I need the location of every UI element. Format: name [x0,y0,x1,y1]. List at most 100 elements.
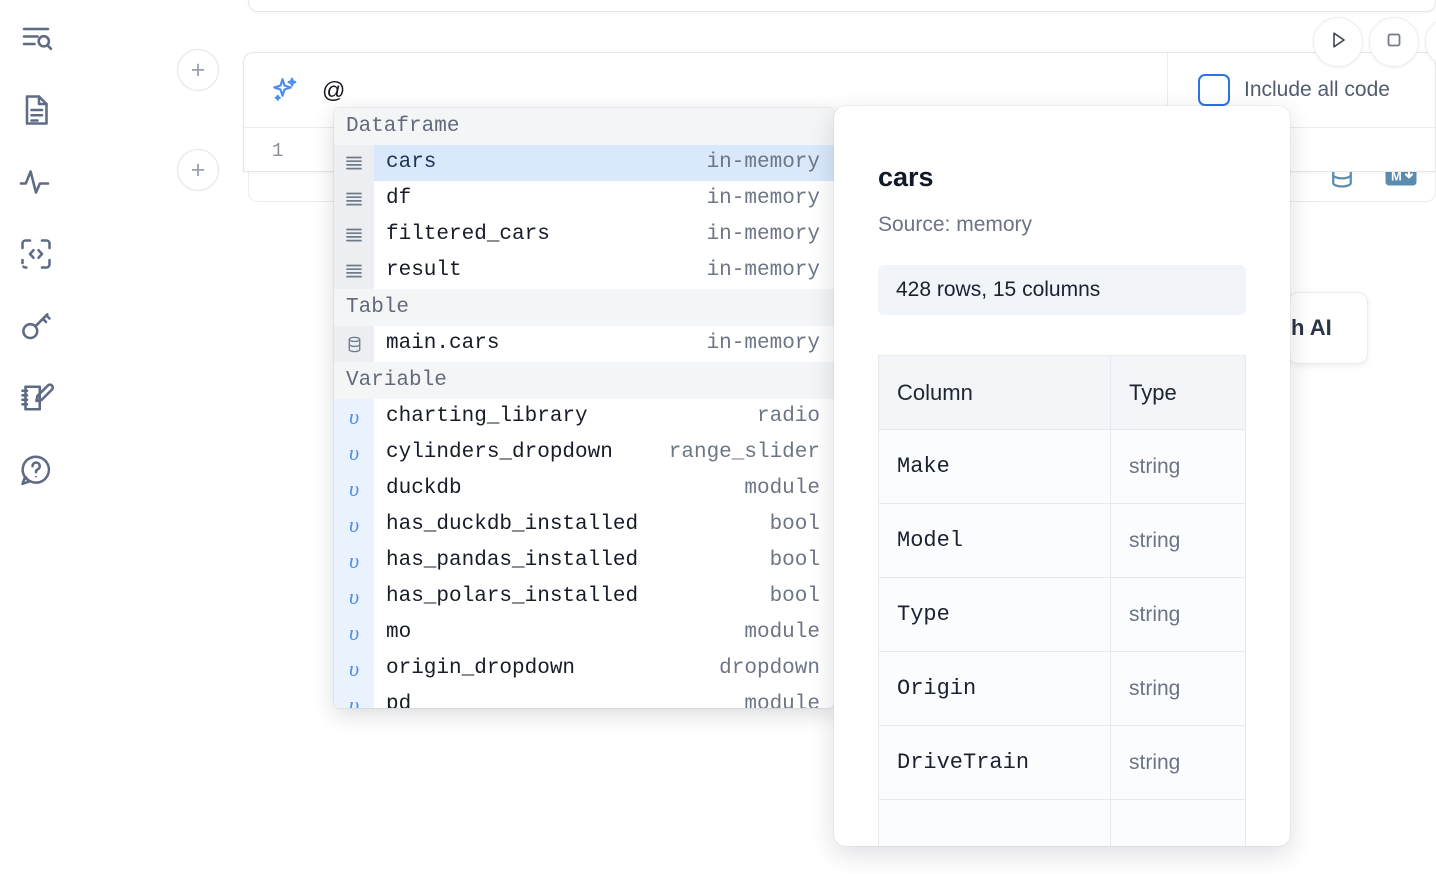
autocomplete-item-spacer [374,507,386,543]
autocomplete-item-label: main.cars [386,332,500,355]
include-all-code-checkbox[interactable] [1198,74,1230,106]
autocomplete-item-label: has_pandas_installed [386,549,639,572]
detail-column-type [1110,799,1246,846]
autocomplete-item-spacer [374,543,386,579]
code-line-number: 1 [272,139,284,162]
variable-icon: υ [334,651,374,687]
ai-prompt-row [244,53,1435,127]
completion-detail-panel: cars Source: memory 428 rows, 15 columns… [834,106,1290,846]
autocomplete-item-spacer [374,579,386,615]
activity-icon[interactable] [10,156,62,208]
autocomplete-item-label: cars [386,145,707,181]
autocomplete-item-spacer [374,217,386,253]
dataframe-icon [334,253,374,289]
code-brackets-icon[interactable] [10,228,62,280]
file-text-icon[interactable] [10,84,62,136]
detail-table-row [878,799,1246,846]
autocomplete-item-type: dropdown [719,657,820,680]
autocomplete-item-label: filtered_cars [386,223,550,246]
variable-icon: υ [334,507,374,543]
detail-column-name: Make [878,429,1111,504]
detail-column-type: string [1110,429,1246,504]
left-icon-rail [0,0,72,874]
autocomplete-item-type: bool [769,585,820,608]
autocomplete-item-type: in-memory [706,145,834,181]
detail-column-type: string [1110,503,1246,578]
autocomplete-item-type: in-memory [706,332,820,355]
dataframe-icon [334,217,374,253]
stop-button[interactable] [1369,17,1419,67]
autocomplete-item-label: has_polars_installed [386,585,639,608]
autocomplete-item-type: module [744,477,820,500]
autocomplete-item-spacer [374,399,386,435]
variable-icon: υ [334,471,374,507]
ai-sparkle-icon [270,75,300,105]
run-button[interactable] [1313,17,1363,67]
autocomplete-item-type: in-memory [706,187,820,210]
variable-icon: υ [334,687,374,708]
autocomplete-item-type: in-memory [706,259,820,282]
autocomplete-item-spacer [374,471,386,507]
autocomplete-item-spacer [374,615,386,651]
ai-prompt-input[interactable] [322,70,1435,110]
variable-icon: υ [334,615,374,651]
detail-column-name: Model [878,503,1111,578]
explore-outline-icon[interactable] [10,12,62,64]
play-icon [1326,28,1350,57]
autocomplete-group-header: Variable [334,362,834,399]
help-chat-icon[interactable] [10,444,62,496]
autocomplete-item-label: pd [386,693,412,708]
autocomplete-item[interactable]: main.cars in-memory [334,326,834,362]
detail-column-name [878,799,1111,846]
dataframe-icon [334,145,374,181]
add-cell-above-button[interactable]: + [177,49,219,91]
chat-with-ai-button[interactable]: h AI [1288,292,1368,364]
autocomplete-item-label: has_duckdb_installed [386,513,639,536]
detail-source: Source: memory [878,213,1033,236]
autocomplete-item-type: module [744,621,820,644]
autocomplete-item-label: duckdb [386,477,462,500]
autocomplete-item-type: range_slider [668,441,820,464]
autocomplete-item-type: radio [756,405,820,428]
detail-shape-badge: 428 rows, 15 columns [878,265,1246,315]
include-all-code-row: Include all code [1167,53,1435,127]
svg-text:M: M [1391,168,1402,183]
key-icon[interactable] [10,300,62,352]
autocomplete-item-type: module [744,693,820,708]
detail-column-name: Origin [878,651,1111,726]
variable-icon: υ [334,435,374,471]
autocomplete-group-header: Dataframe [334,108,834,145]
autocomplete-item-spacer [374,687,386,708]
detail-column-name: DriveTrain [878,725,1111,800]
scratchpad-icon[interactable] [10,372,62,424]
detail-title: cars [878,162,934,192]
autocomplete-item-label: df [386,187,412,210]
autocomplete-item-spacer [374,253,386,289]
autocomplete-item[interactable]: df in-memory [334,181,834,217]
dataframe-icon [334,181,374,217]
detail-column-type: string [1110,725,1246,800]
variable-icon: υ [334,399,374,435]
database-table-icon [334,326,374,362]
add-cell-below-button[interactable]: + [177,149,219,191]
